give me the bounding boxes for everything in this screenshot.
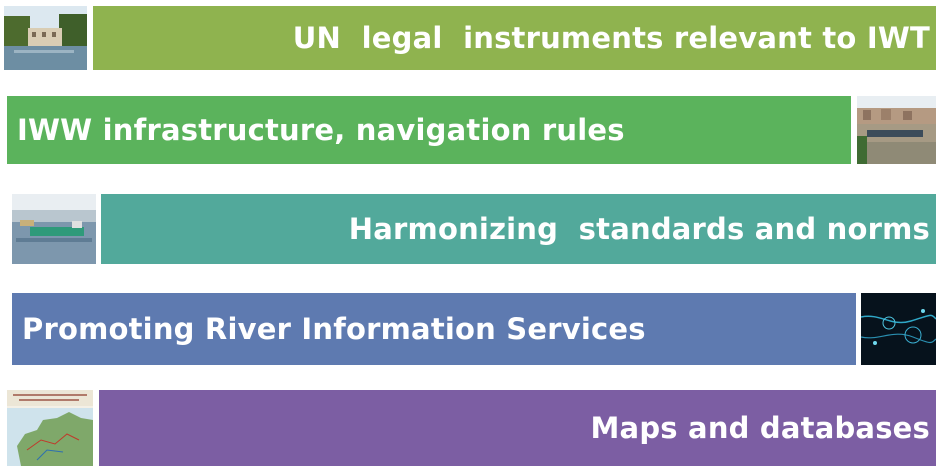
band-promoting-ris: Promoting River Information Services [12, 293, 856, 365]
digital-network-image-icon [861, 293, 936, 365]
canal-town-photo-icon [4, 6, 87, 70]
river-barges-photo-icon [12, 194, 96, 264]
band-harmonizing-standards: Harmonizing standards and norms [101, 194, 936, 264]
band-maps-databases: Maps and databases [99, 390, 936, 466]
band-un-legal-instruments: UN legal instruments relevant to IWT [93, 6, 936, 70]
band-iww-infrastructure: IWW infrastructure, navigation rules [7, 96, 851, 164]
europe-waterways-map-icon [7, 390, 93, 466]
river-city-barge-photo-icon [857, 96, 936, 164]
